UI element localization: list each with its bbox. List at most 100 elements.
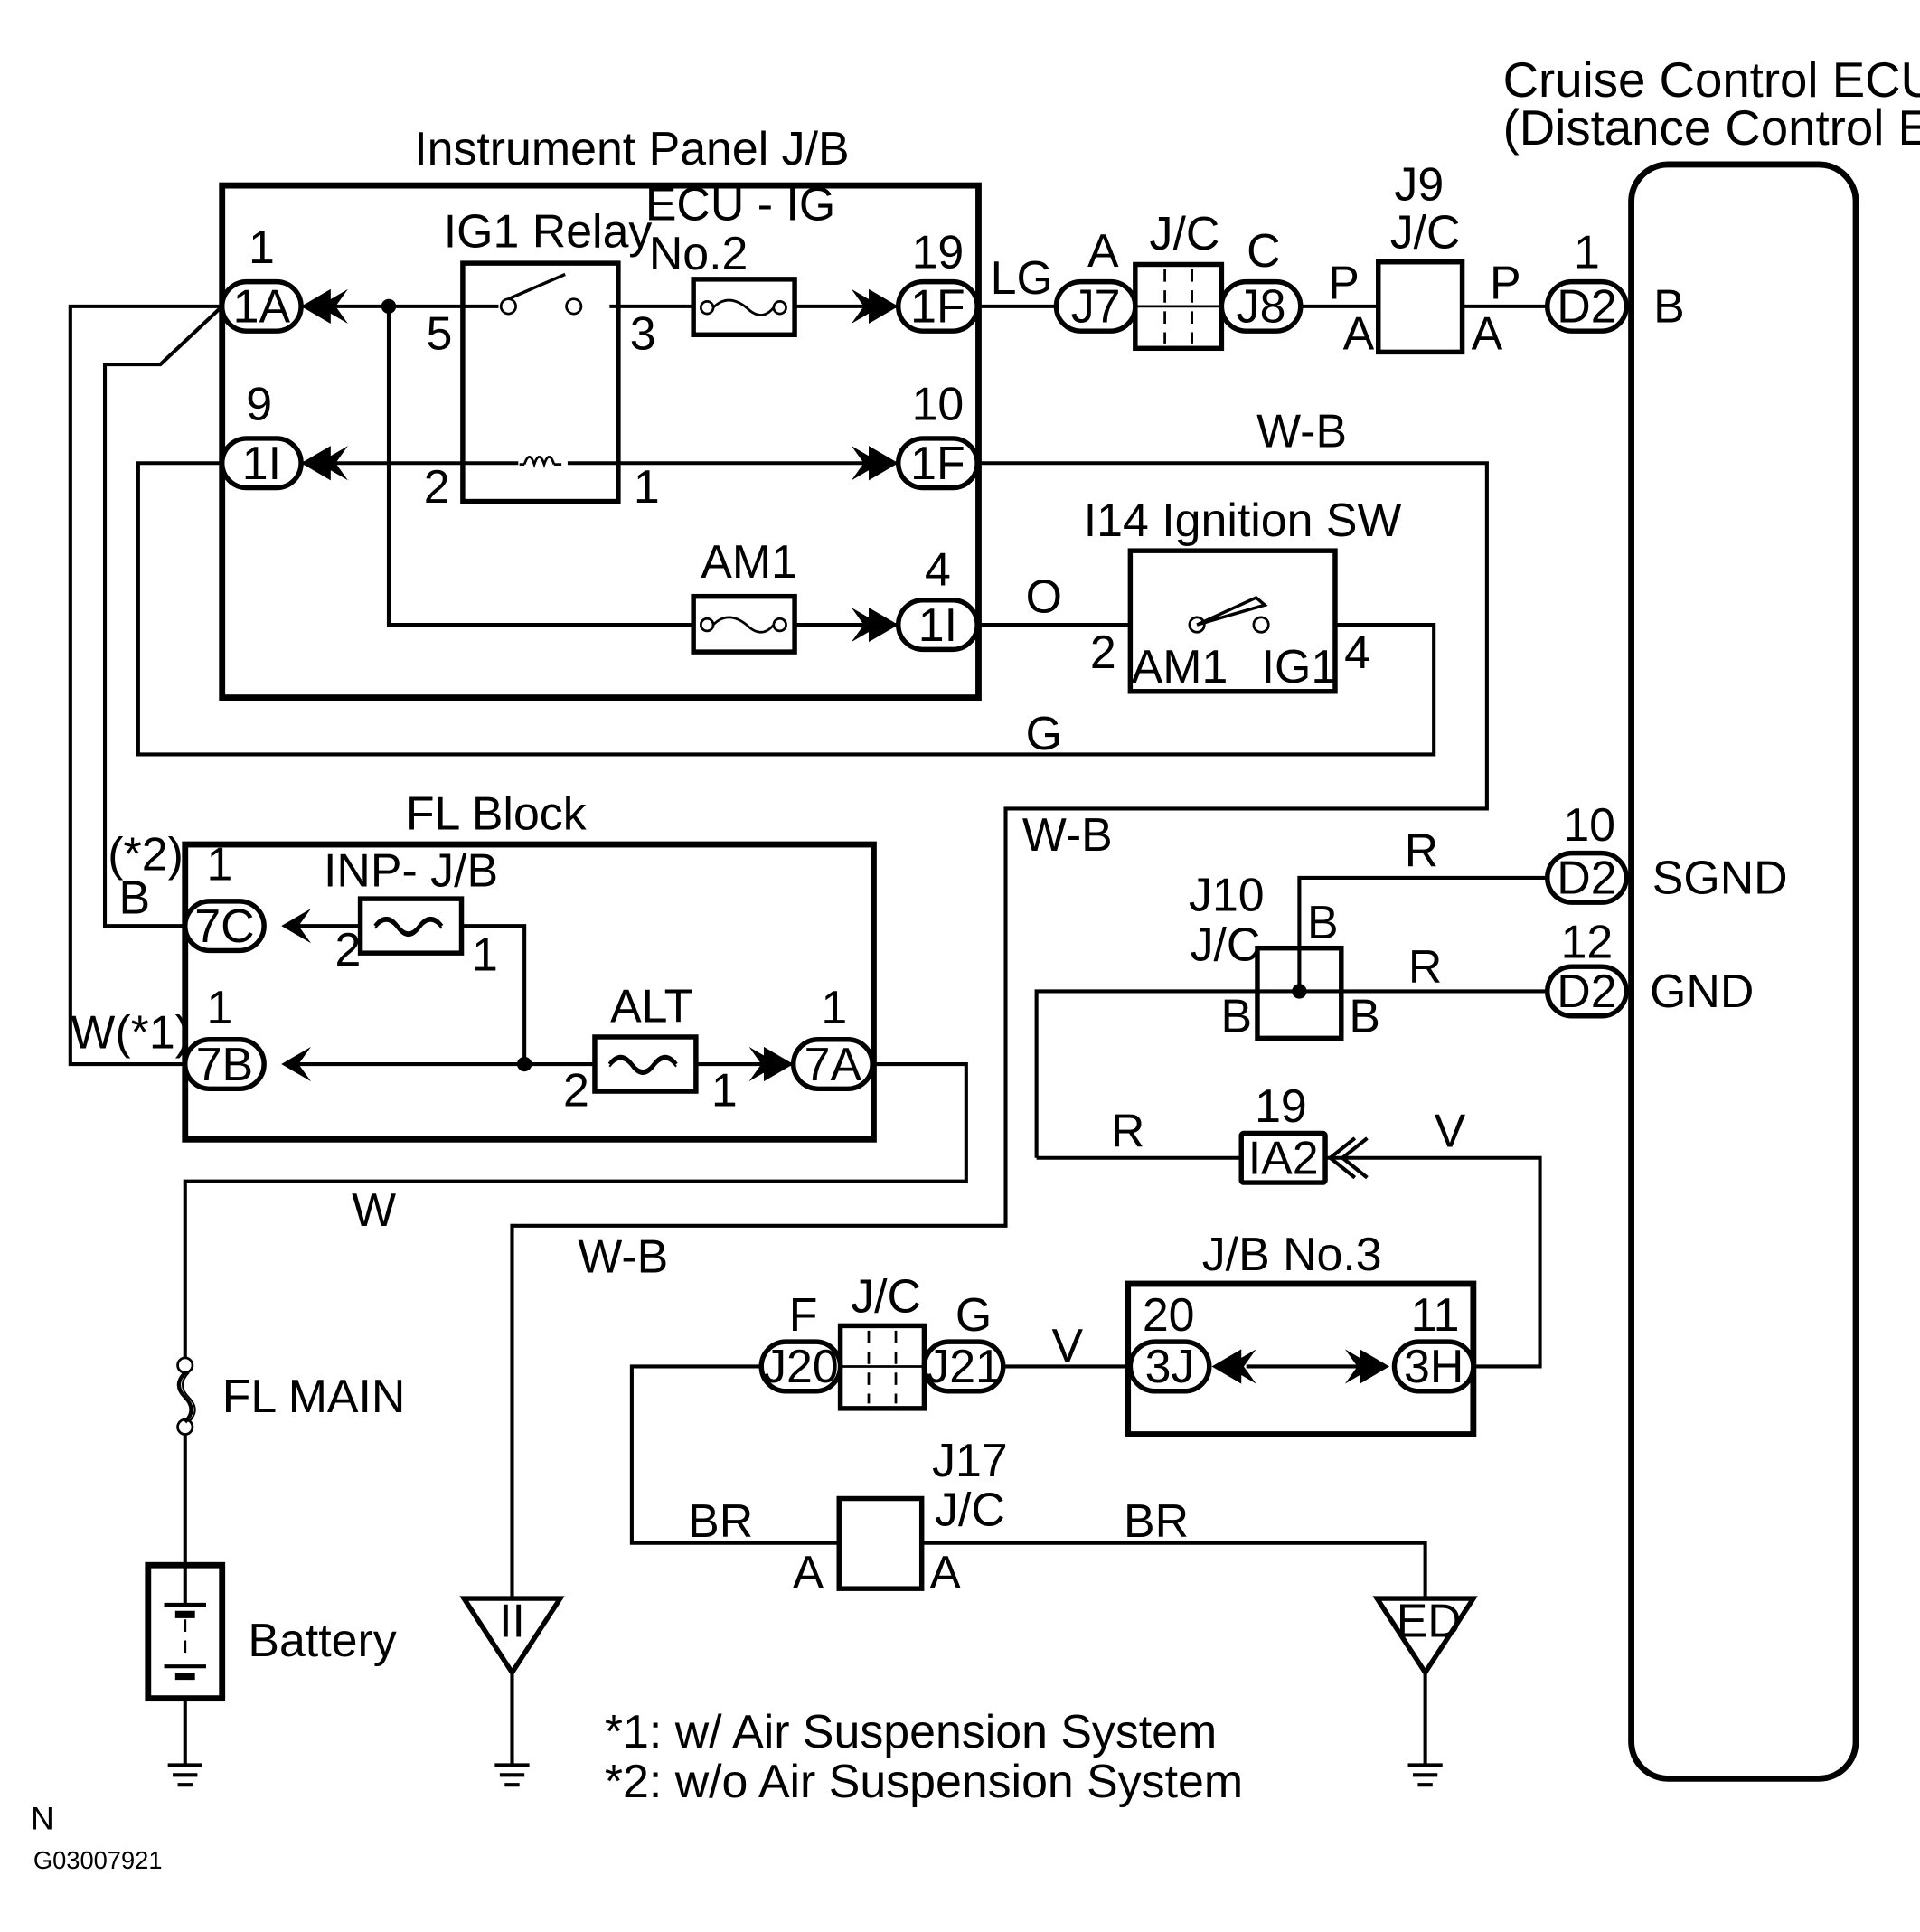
- ground-point-ii: [459, 1596, 565, 1677]
- inp-jb-label: INP- J/B: [324, 843, 498, 896]
- j17-pin-a-left: A: [793, 1546, 824, 1598]
- terminal-arrow-icon: [1211, 1349, 1256, 1384]
- relay-pin-5: 5: [427, 307, 453, 360]
- ignition-am1-label: AM1: [1132, 640, 1228, 693]
- jb-no3: J/B No.3: [1125, 1228, 1477, 1437]
- ground-ed-label: ED: [1397, 1594, 1462, 1646]
- wire-br-2: BR: [1124, 1494, 1189, 1547]
- terminal-arrow-icon: [281, 1046, 311, 1082]
- connector-1a: 1A: [233, 280, 291, 333]
- junction-connectors: J/C A C J9 J/C A A J10 J/C B B B J/C F G…: [789, 157, 1503, 1598]
- wire-wb-1: W-B: [1256, 405, 1347, 457]
- ecu-title-1: Cruise Control ECU: [1503, 52, 1920, 108]
- pin-1i-4: 4: [925, 542, 951, 595]
- instrument-panel-jb: Instrument Panel J/B IG1 Relay 5 3 2 1 E…: [219, 122, 982, 702]
- cruise-control-ecu: Cruise Control ECU (Distance Control ECU…: [1503, 52, 1920, 1782]
- ecu-ig-no-label: No.2: [649, 227, 748, 279]
- j17-jc-label: J/C: [935, 1484, 1005, 1536]
- ecu-pin-b: B: [1653, 280, 1685, 333]
- pin-7c: 1: [207, 838, 233, 891]
- label-b: B: [118, 871, 150, 923]
- pin-ia2: 19: [1255, 1079, 1307, 1132]
- wire-g: G: [1026, 707, 1062, 759]
- wire-lg: LG: [991, 251, 1053, 304]
- fl-main-fuse: FL MAIN: [176, 1356, 406, 1436]
- terminal-arrow-icon: [851, 446, 899, 481]
- junction-dot: [1292, 984, 1307, 999]
- ignition-pin-4: 4: [1344, 626, 1370, 678]
- fuse-icon: [712, 298, 775, 316]
- ecu-pin-gnd: GND: [1650, 965, 1754, 1017]
- wire-wb-3: W-B: [578, 1230, 668, 1283]
- pin-1f-19: 19: [912, 226, 965, 278]
- ip-jb-label: Instrument Panel J/B: [414, 122, 849, 174]
- side-labels: (*2) B W(*1): [71, 828, 191, 1059]
- wire-w: W: [352, 1183, 396, 1236]
- wire-p-2: P: [1490, 257, 1521, 309]
- inp-jb-fuse: [357, 896, 465, 956]
- j10-pin-b-right: B: [1349, 990, 1380, 1042]
- figure-code: G03007921: [33, 1846, 163, 1874]
- terminal-arrow-icon: [851, 288, 899, 324]
- relay-pin-1: 1: [634, 460, 660, 513]
- wire-r-3: R: [1111, 1104, 1144, 1156]
- battery: Battery: [145, 1561, 397, 1702]
- terminal-arrow-icon: [301, 288, 348, 324]
- alt-pin-1: 1: [711, 1063, 738, 1116]
- terminal-arrow-icon: [851, 607, 899, 643]
- connector-ia2: IA2: [1248, 1132, 1319, 1184]
- wires: [68, 304, 1632, 1766]
- alt-label: ALT: [610, 980, 692, 1032]
- pin-1a: 1: [249, 221, 275, 273]
- connector-j21: J21: [926, 1340, 1002, 1392]
- fl-block-label: FL Block: [406, 787, 587, 840]
- relay-pin-2: 2: [424, 460, 450, 513]
- junction-dot: [516, 1056, 532, 1072]
- grounds: II ED: [167, 1594, 1478, 1787]
- relay-coil-icon: [522, 456, 556, 468]
- connector-1f-19: 1F: [910, 280, 965, 333]
- jc-j7-j8-label: J/C: [1150, 207, 1220, 259]
- fuse-icon: [712, 616, 775, 634]
- junction-dot: [381, 298, 397, 315]
- label-w1: W(*1): [71, 1005, 191, 1058]
- fl-main-label: FL MAIN: [222, 1370, 406, 1422]
- pin-d2-b: 1: [1574, 226, 1600, 278]
- inp-pin-2: 2: [335, 923, 362, 975]
- wire-r-1: R: [1405, 825, 1438, 877]
- ecu-pin-sgnd: SGND: [1652, 852, 1788, 904]
- pin-numbers: 1 9 19 10 4 1 1 1 1 10 12 19 20 11: [207, 221, 1615, 1341]
- note-1: *1: w/ Air Suspension System: [605, 1705, 1217, 1758]
- connector-3j: 3J: [1145, 1340, 1195, 1392]
- pin-d2-sgnd: 10: [1563, 798, 1615, 851]
- wire-o: O: [1026, 570, 1062, 622]
- ignition-pin-2: 2: [1090, 626, 1116, 678]
- j9-jc-label: J/C: [1390, 206, 1461, 259]
- note-n: N: [31, 1800, 54, 1836]
- wire-br-1: BR: [688, 1494, 753, 1547]
- terminal-arrow-icon: [1327, 1136, 1369, 1180]
- terminal-arrow-icon: [1344, 1349, 1390, 1384]
- ground-ii-label: II: [499, 1594, 525, 1646]
- j9-pin-a-right: A: [1472, 307, 1503, 360]
- connector-3h: 3H: [1404, 1340, 1464, 1392]
- ground-point-ed: [1372, 1596, 1478, 1677]
- fusible-link-icon: [373, 916, 444, 936]
- am1-label: AM1: [701, 535, 797, 588]
- jc-j21-pin: G: [955, 1288, 992, 1341]
- connector-7a: 7A: [805, 1038, 862, 1090]
- notes: *1: w/ Air Suspension System *2: w/o Air…: [31, 1705, 1243, 1874]
- j9-pin-a-left: A: [1343, 307, 1375, 360]
- j17-label: J17: [932, 1434, 1008, 1486]
- j10-jc-label: J/C: [1191, 918, 1261, 970]
- fusible-link-icon: [607, 1054, 678, 1074]
- jb3-label: J/B No.3: [1202, 1228, 1382, 1280]
- jc-j7-pin: A: [1087, 224, 1119, 277]
- connector-j7: J7: [1071, 280, 1121, 333]
- pin-d2-gnd: 12: [1561, 916, 1614, 968]
- terminal-arrow-icon: [281, 909, 311, 944]
- wire-v-1: V: [1435, 1104, 1466, 1156]
- connector-1i-9: 1I: [242, 437, 281, 489]
- label-star2: (*2): [108, 828, 184, 881]
